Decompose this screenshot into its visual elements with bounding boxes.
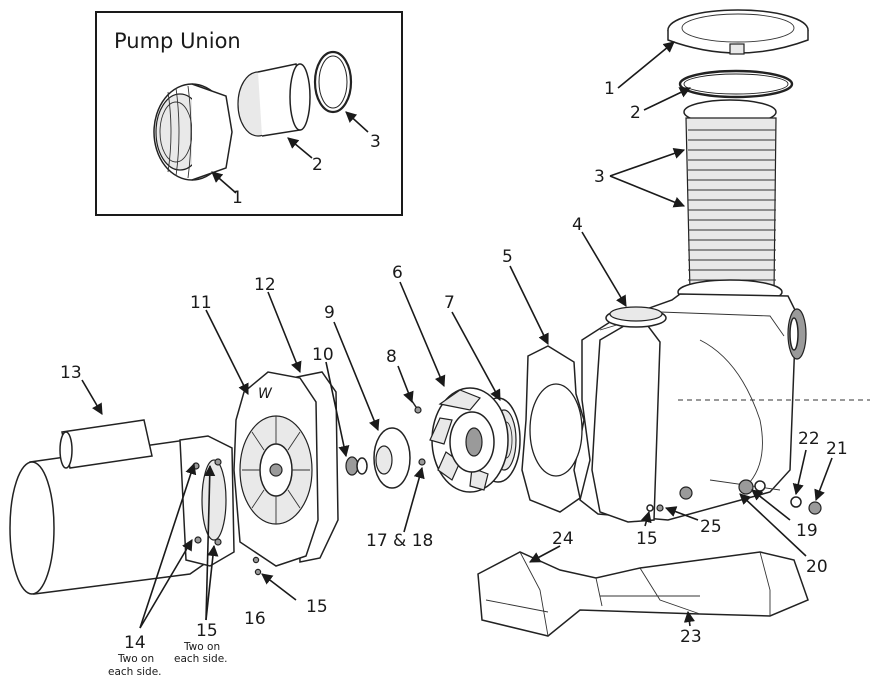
note-15-line1: Two on xyxy=(183,641,220,653)
strainer-lid-part xyxy=(667,9,809,55)
callout-5: 5 xyxy=(502,247,513,267)
callout-15-sealplate: 15 xyxy=(306,597,328,617)
washer-15-part xyxy=(646,504,654,512)
seal-plate-part: W xyxy=(233,371,319,567)
impeller-part xyxy=(429,387,509,493)
oring-22-part xyxy=(790,496,802,508)
union-tailpiece-part xyxy=(237,63,311,137)
small-parts xyxy=(252,397,822,576)
callout-20: 20 xyxy=(806,557,828,577)
callout-4: 4 xyxy=(572,215,583,235)
drain-plug-21-part xyxy=(808,501,822,515)
callout-3: 3 xyxy=(594,167,605,187)
inset-title: Pump Union xyxy=(114,29,241,53)
note-14-line1: Two on xyxy=(117,653,154,665)
callout-22: 22 xyxy=(798,429,820,449)
callout-10: 10 xyxy=(312,345,334,365)
callout-12: 12 xyxy=(254,275,276,295)
callout-leaders xyxy=(81,41,833,629)
callout-8: 8 xyxy=(386,347,397,367)
pump-housing-part xyxy=(579,293,870,523)
union-oring-part xyxy=(313,50,353,114)
housing-gasket-part xyxy=(521,345,585,513)
pump-base-part xyxy=(477,551,809,637)
callout-17-18: 17 & 18 xyxy=(366,531,433,551)
strainer-basket-part xyxy=(677,99,783,305)
callout-1: 1 xyxy=(604,79,615,99)
callout-15-motor: 15 xyxy=(196,621,218,641)
seal-10-part xyxy=(345,456,359,476)
callout-21: 21 xyxy=(826,439,848,459)
callout-9: 9 xyxy=(324,303,335,323)
inset-label-2: 2 xyxy=(312,155,323,175)
callout-2: 2 xyxy=(630,103,641,123)
note-14-line2: each side. xyxy=(108,666,162,678)
lid-oring-part xyxy=(678,69,794,99)
callout-25: 25 xyxy=(700,517,722,537)
pump-union-inset: Pump Union 1 2 3 xyxy=(95,11,403,216)
callout-19: 19 xyxy=(796,521,818,541)
note-15-line2: each side. xyxy=(174,653,228,665)
motor-part xyxy=(9,419,235,595)
callout-labels: 1 2 3 4 5 6 7 8 9 10 11 12 13 14 Two on … xyxy=(60,79,848,678)
svg-text:W: W xyxy=(258,386,273,402)
callout-24: 24 xyxy=(552,529,574,549)
callout-23: 23 xyxy=(680,627,702,647)
callout-6: 6 xyxy=(392,263,403,283)
washer-16-part xyxy=(252,556,260,564)
union-nut-part xyxy=(153,83,233,181)
callout-15-housing: 15 xyxy=(636,529,658,549)
callout-16: 16 xyxy=(244,609,266,629)
inset-label-3: 3 xyxy=(370,132,381,152)
callout-13: 13 xyxy=(60,363,82,383)
callout-7: 7 xyxy=(444,293,455,313)
impeller-screw-17-18-part xyxy=(418,458,426,466)
inset-label-1: 1 xyxy=(232,188,243,208)
callout-11: 11 xyxy=(190,293,212,313)
callout-14: 14 xyxy=(124,633,146,653)
